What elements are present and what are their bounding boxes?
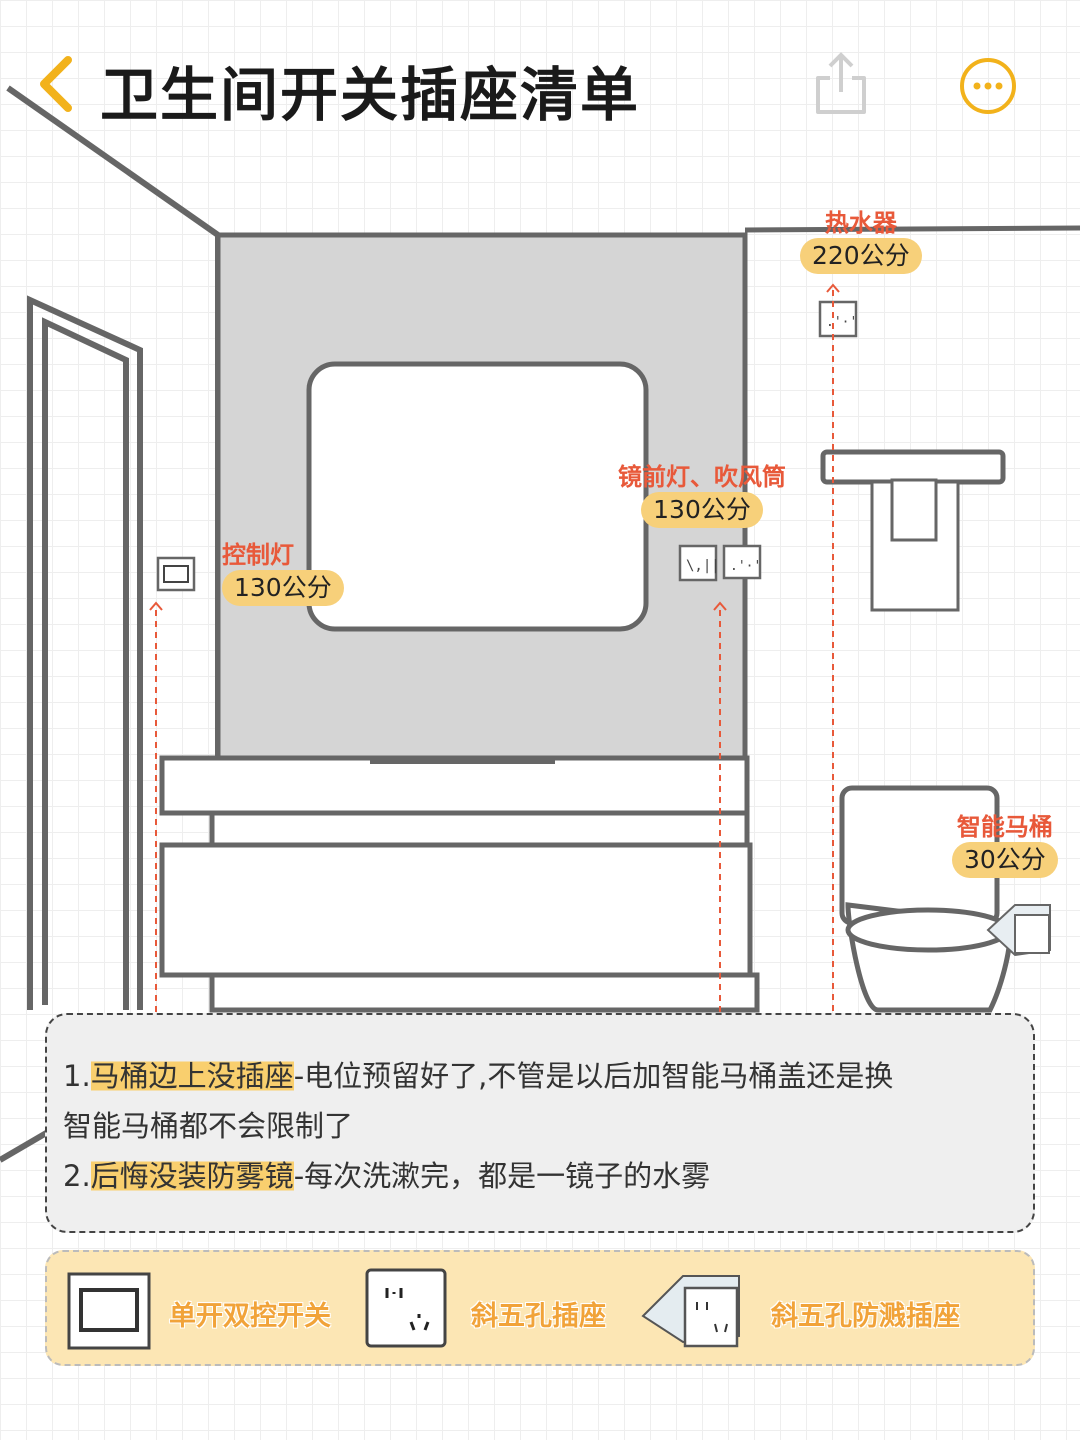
page-title: 卫生间开关插座清单: [100, 61, 641, 129]
mirror-light-switch: \,||: [678, 544, 720, 582]
note-1-number: 1.: [63, 1059, 91, 1093]
toilet-splash-outlet: [986, 904, 1051, 957]
note-item-1: 1.马桶边上没插座-电位预留好了,不管是以后加智能马桶盖还是换 智能马桶都不会限…: [63, 1051, 1015, 1151]
legend-box: 单开双控开关 斜五孔插座 斜五孔防溅插座: [45, 1250, 1035, 1366]
note-1-highlight: 马桶边上没插座: [90, 1059, 294, 1093]
towel-rack: [820, 449, 1006, 612]
mirror-light-height: 130公分: [641, 492, 763, 528]
mirror: [306, 361, 649, 632]
svg-text:.'·': .'·': [730, 559, 761, 574]
water-heater-label: 热水器 220公分: [800, 208, 922, 274]
note-2-text: -每次洗漱完，都是一镜子的水雾: [293, 1159, 711, 1193]
control-light-label: 控制灯 130公分: [222, 540, 344, 606]
control-light-height: 130公分: [222, 570, 344, 606]
note-2-number: 2.: [63, 1159, 91, 1193]
outlet-label: 斜五孔插座: [471, 1301, 606, 1332]
svg-text:.'·': .'·': [826, 315, 857, 330]
note-2-highlight: 后悔没装防雾镜: [90, 1159, 294, 1193]
outlet-icon: [365, 1268, 447, 1348]
vanity: [159, 755, 760, 1013]
mirror-light-name: 镜前灯、吹风筒: [618, 463, 786, 491]
share-button[interactable]: [812, 50, 870, 118]
water-heater-name: 热水器: [824, 209, 897, 237]
more-button[interactable]: [958, 56, 1018, 116]
notes-box: 1.马桶边上没插座-电位预留好了,不管是以后加智能马桶盖还是换 智能马桶都不会限…: [45, 1013, 1035, 1233]
switch-icon: [67, 1272, 151, 1350]
water-heater-outlet: .'·': [818, 300, 857, 338]
svg-text:\,||: \,||: [686, 558, 720, 574]
water-heater-height: 220公分: [800, 238, 922, 274]
ceiling-edge-right: [744, 225, 1080, 233]
note-1-text: -电位预留好了,不管是以后加智能马桶盖还是换: [293, 1059, 894, 1093]
smart-toilet-name: 智能马桶: [956, 813, 1053, 841]
note-item-2: 2.后悔没装防雾镜-每次洗漱完，都是一镜子的水雾: [63, 1151, 1015, 1201]
smart-toilet-height: 30公分: [952, 842, 1058, 878]
ceiling-edge: [6, 85, 220, 238]
height-markers: [155, 290, 834, 1038]
back-button[interactable]: [30, 52, 90, 116]
note-1-text-cont: 智能马桶都不会限制了: [63, 1109, 354, 1143]
mirror-light-label: 镜前灯、吹风筒 130公分: [618, 462, 786, 528]
smart-toilet-label: 智能马桶 30公分: [952, 812, 1058, 878]
share-icon: [816, 52, 866, 114]
splash-outlet-label: 斜五孔防溅插座: [771, 1301, 960, 1332]
more-icon: [960, 58, 1016, 114]
control-light-switch: [156, 556, 196, 592]
mirror-outlet: .'·': [722, 544, 761, 580]
switch-label: 单开双控开关: [169, 1301, 331, 1332]
control-light-name: 控制灯: [222, 541, 294, 569]
toilet: [839, 785, 1013, 1013]
chevron-left-icon: [40, 56, 72, 112]
splash-outlet-icon: [641, 1275, 740, 1348]
